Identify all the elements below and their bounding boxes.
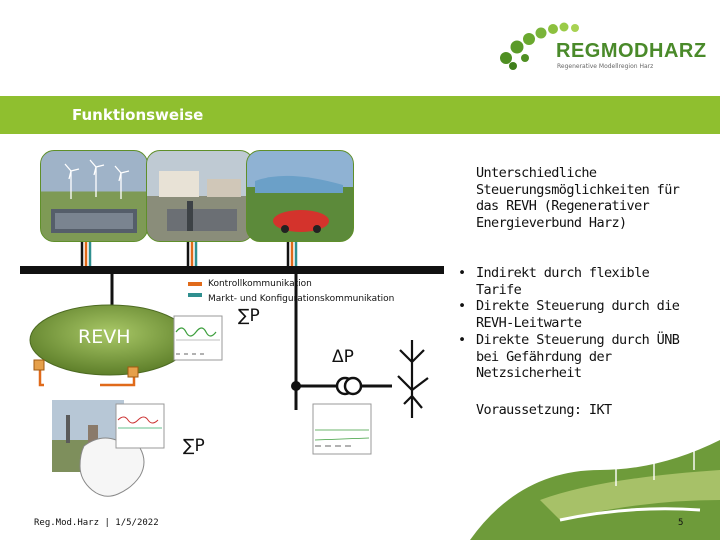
- list-item: Indirekt durch flexible Tarife: [458, 265, 698, 298]
- tile-storage-car[interactable]: [246, 150, 354, 242]
- transformer-icon: [335, 376, 363, 396]
- tile-wind-solar[interactable]: [40, 150, 148, 242]
- tile-industrial[interactable]: [146, 150, 254, 242]
- wind-turbine-icon: [51, 159, 137, 233]
- brand-logo-text: REGMODHARZ: [556, 40, 707, 62]
- bottom-graph-2: [312, 403, 372, 455]
- legend-config-marker: [188, 293, 202, 297]
- footer-source-date: Reg.Mod.Harz | 1/5/2022: [34, 518, 159, 528]
- top-control-graph: [173, 315, 223, 361]
- legend-control-marker: [188, 282, 202, 286]
- revh-outputs: [33, 359, 139, 387]
- sum-p-bottom-label: ∑P: [183, 436, 205, 456]
- factory-icon: [159, 171, 241, 231]
- revh-label: REVH: [78, 326, 131, 348]
- logo-dots: [500, 22, 579, 70]
- requirement-text: Voraussetzung: IKT: [476, 402, 612, 418]
- legend-control-label: Kontrollkommunikation: [208, 279, 312, 289]
- legend-config-label: Markt- und Konfigurationskommunikation: [208, 294, 395, 304]
- page-number: 5: [678, 518, 684, 528]
- tile-connectors: [80, 242, 298, 305]
- list-item: Direkte Steuerung durch ÜNB bei Gefährdu…: [458, 332, 698, 382]
- electric-car-icon: [255, 175, 343, 233]
- control-options-list: Indirekt durch flexible Tarife Direkte S…: [458, 265, 698, 382]
- bottom-graph-1: [115, 403, 165, 449]
- list-item: Direkte Steuerung durch die REVH-Leitwar…: [458, 298, 698, 331]
- grid-network-icon: [394, 338, 430, 420]
- brand-logo-tagline: Regenerative Modellregion Harz: [557, 63, 654, 70]
- page-title: Funktionsweise: [72, 106, 204, 124]
- intro-text: Unterschiedliche Steuerungsmöglichkeiten…: [476, 165, 680, 232]
- junction-dot: [291, 381, 301, 391]
- title-bar: [0, 96, 720, 134]
- wind-landscape: [470, 440, 720, 540]
- wind-turbine-icons: [607, 405, 709, 486]
- backbone-bus: [20, 266, 444, 274]
- delta-p-label: ΔP: [332, 347, 354, 367]
- sum-p-top-label: ∑P: [238, 306, 260, 326]
